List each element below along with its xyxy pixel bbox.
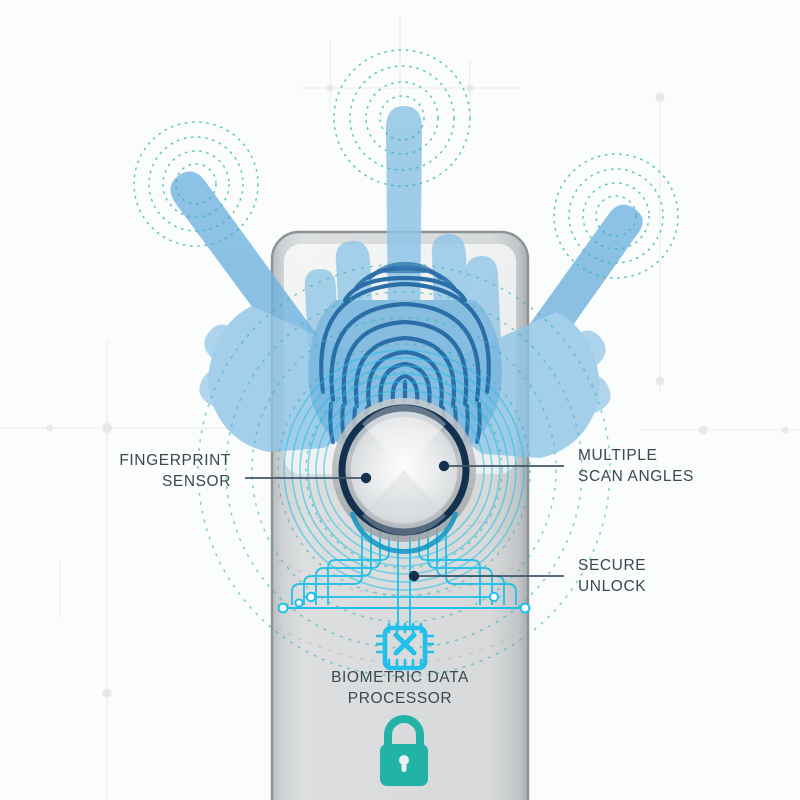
scan-point-finger-center bbox=[333, 49, 471, 187]
leader-lines bbox=[245, 465, 564, 577]
padlock-keyhole-slot bbox=[401, 762, 407, 772]
circuit-bus bbox=[283, 595, 525, 610]
home-button-surface[interactable] bbox=[349, 415, 459, 525]
circuit-nodes bbox=[277, 591, 531, 614]
chip-symbol bbox=[393, 632, 417, 656]
label-secure-unlock: SECURE UNLOCK bbox=[578, 557, 647, 595]
scan-point-finger-left bbox=[133, 121, 259, 247]
padlock-icon bbox=[380, 715, 428, 786]
label-biometric-data-processor: BIOMETRIC DATA PROCESSOR bbox=[331, 669, 469, 707]
circuit-traces bbox=[291, 520, 517, 630]
label-fingerprint-sensor: FINGERPRINT SENSOR bbox=[119, 452, 231, 490]
padlock-keyhole bbox=[399, 755, 409, 765]
label-multiple-scan-angles: MULTIPLE SCAN ANGLES bbox=[578, 447, 695, 485]
leader-dots bbox=[360, 460, 450, 582]
scan-point-finger-right bbox=[553, 153, 679, 279]
dot-secure-unlock bbox=[408, 570, 420, 582]
dot-multiple-scan-angles bbox=[438, 460, 450, 472]
grid-nodes bbox=[46, 84, 789, 698]
chip-icon bbox=[375, 622, 435, 671]
dot-fingerprint-sensor bbox=[360, 472, 372, 484]
chip-body bbox=[382, 625, 428, 671]
padlock-shackle bbox=[384, 715, 424, 747]
home-button-sheen bbox=[362, 405, 446, 535]
home-button-ring bbox=[338, 404, 470, 536]
home-button-glow-arc bbox=[349, 511, 459, 554]
grid-lines bbox=[0, 14, 800, 800]
